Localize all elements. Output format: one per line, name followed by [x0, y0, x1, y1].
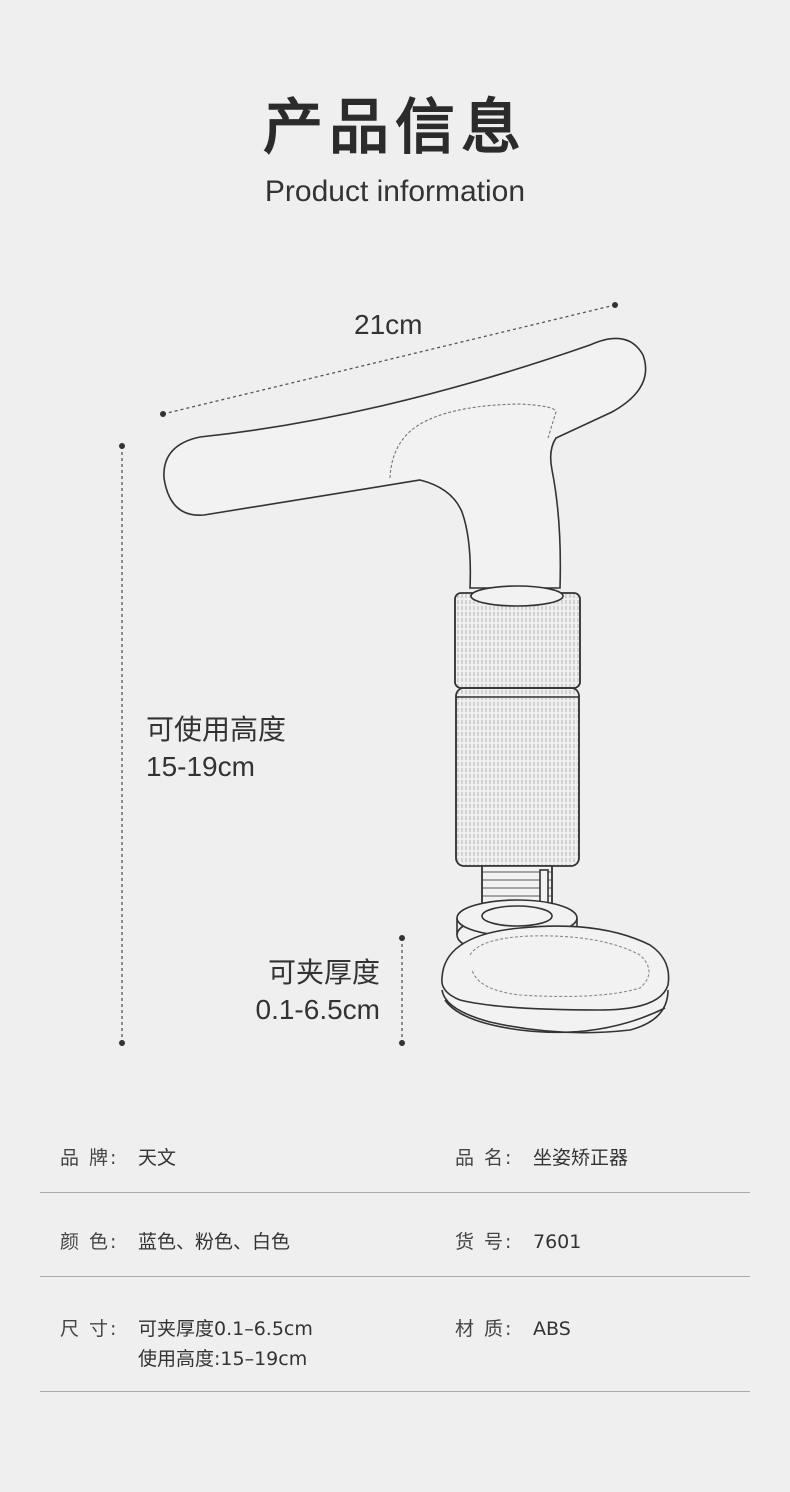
clamp-dimension-value: 0.1-6.5cm [255, 994, 381, 1025]
spec-size: 尺 寸: 可夹厚度0.1–6.5cm 使用高度:15–19cm [60, 1314, 313, 1374]
spec-size-line1: 可夹厚度0.1–6.5cm [138, 1318, 313, 1340]
height-dimension-line [119, 443, 125, 1046]
spec-row: 颜 色: 蓝色、粉色、白色 货 号: 7601 [40, 1193, 750, 1277]
height-dimension-label: 可使用高度 [146, 713, 287, 746]
spec-key: 尺 寸: [60, 1318, 119, 1340]
lower-knurled-sleeve [455, 687, 580, 867]
upper-knurled-sleeve [454, 585, 581, 689]
spec-size-line2: 使用高度:15–19cm [138, 1348, 308, 1370]
spec-row: 尺 寸: 可夹厚度0.1–6.5cm 使用高度:15–19cm 材 质: ABS [40, 1277, 750, 1392]
spec-color: 颜 色: 蓝色、粉色、白色 [60, 1227, 290, 1257]
spec-product-name: 品 名: 坐姿矫正器 [455, 1143, 628, 1173]
clamp-dimension-line [399, 935, 405, 1046]
spec-key: 材 质: [455, 1318, 514, 1340]
spec-item-number: 货 号: 7601 [455, 1227, 581, 1257]
spec-table: 品 牌: 天文 品 名: 坐姿矫正器 颜 色: 蓝色、粉色、白色 货 号: 7601 尺… [40, 1125, 750, 1392]
spec-key: 货 号: [455, 1231, 514, 1253]
spec-value: 蓝色、粉色、白色 [138, 1231, 291, 1253]
spec-material: 材 质: ABS [455, 1314, 571, 1344]
clamp-base-pad [441, 925, 670, 1034]
spec-value: ABS [533, 1318, 571, 1340]
t-handle [163, 337, 647, 589]
clamp-dimension-label: 可夹厚度 [267, 956, 380, 989]
spec-key: 品 名: [455, 1147, 514, 1169]
page-title-cn: 产品信息 [263, 93, 527, 163]
page-title-en: Product information [264, 175, 526, 208]
spec-value: 天文 [138, 1147, 177, 1169]
spec-value: 坐姿矫正器 [533, 1147, 629, 1169]
spec-brand: 品 牌: 天文 [60, 1143, 176, 1173]
spec-key: 颜 色: [60, 1231, 119, 1253]
spec-value: 可夹厚度0.1–6.5cm 使用高度:15–19cm [138, 1314, 313, 1374]
spec-value: 7601 [533, 1231, 582, 1253]
spec-key: 品 牌: [60, 1147, 119, 1169]
height-dimension-value: 15-19cm [146, 751, 255, 782]
spec-row: 品 牌: 天文 品 名: 坐姿矫正器 [40, 1125, 750, 1193]
posture-corrector-illustration [119, 302, 670, 1046]
width-dimension-line [160, 302, 618, 417]
width-dimension-label: 21cm [354, 309, 423, 340]
